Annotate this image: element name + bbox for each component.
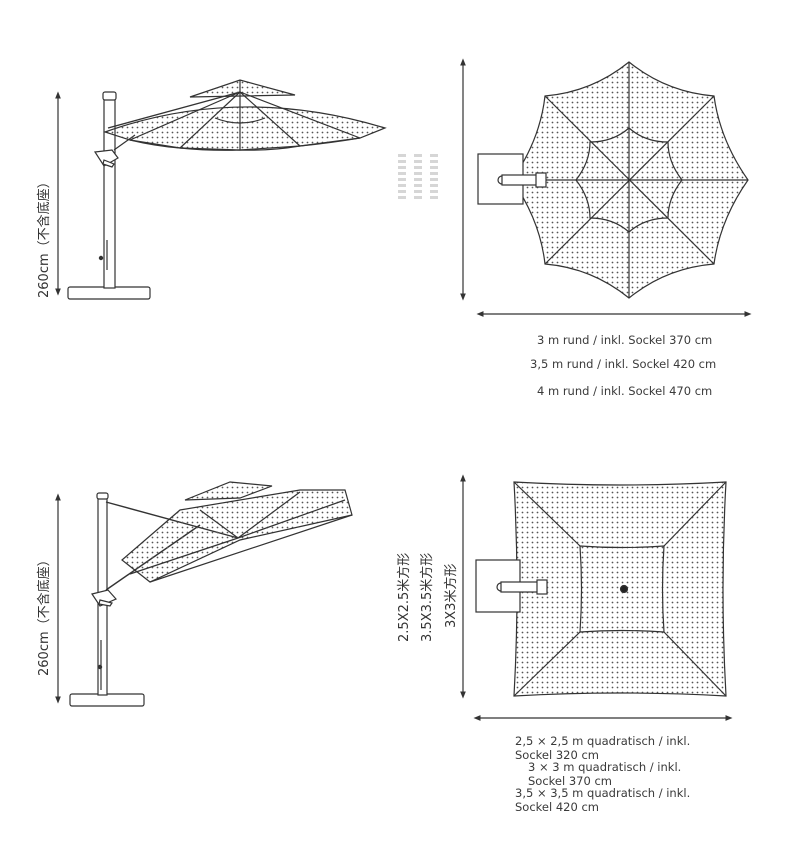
square-size-1: 2,5 × 2,5 m quadratisch / inkl. Sockel 3… <box>515 734 691 762</box>
round-size-2: 3,5 m rund / inkl. Sockel 420 cm <box>530 357 717 371</box>
blurred-label-marks <box>392 150 452 205</box>
top-canopy-vent <box>189 79 296 98</box>
cn-size-label-2: 3.5X3.5米方形 <box>420 552 435 642</box>
cn-size-label-1: 2.5X2.5米方形 <box>397 552 412 642</box>
top-side-view <box>55 79 387 300</box>
round-size-1: 3 m rund / inkl. Sockel 370 cm <box>537 333 713 347</box>
bottom-canopy <box>121 489 353 583</box>
top-base <box>67 286 151 300</box>
bottom-crank-handle <box>91 589 117 607</box>
bottom-height-label: 260cm（不含底座） <box>37 553 52 676</box>
round-size-3: 4 m rund / inkl. Sockel 470 cm <box>537 384 713 398</box>
top-height-label: 260cm（不含底座） <box>37 175 52 298</box>
top-crank-handle <box>93 149 119 167</box>
bottom-base <box>69 693 145 707</box>
bottom-plan-view <box>460 474 733 721</box>
cn-size-label-3: 3X3米方形 <box>444 563 459 628</box>
square-size-3: 3,5 × 3,5 m quadratisch / inkl. Sockel 4… <box>515 786 691 814</box>
square-size-2: 3 × 3 m quadratisch / inkl. Sockel 370 c… <box>528 760 682 788</box>
bottom-side-view <box>55 481 353 707</box>
top-plan-view <box>460 58 752 317</box>
bottom-canopy-vent <box>184 481 273 501</box>
